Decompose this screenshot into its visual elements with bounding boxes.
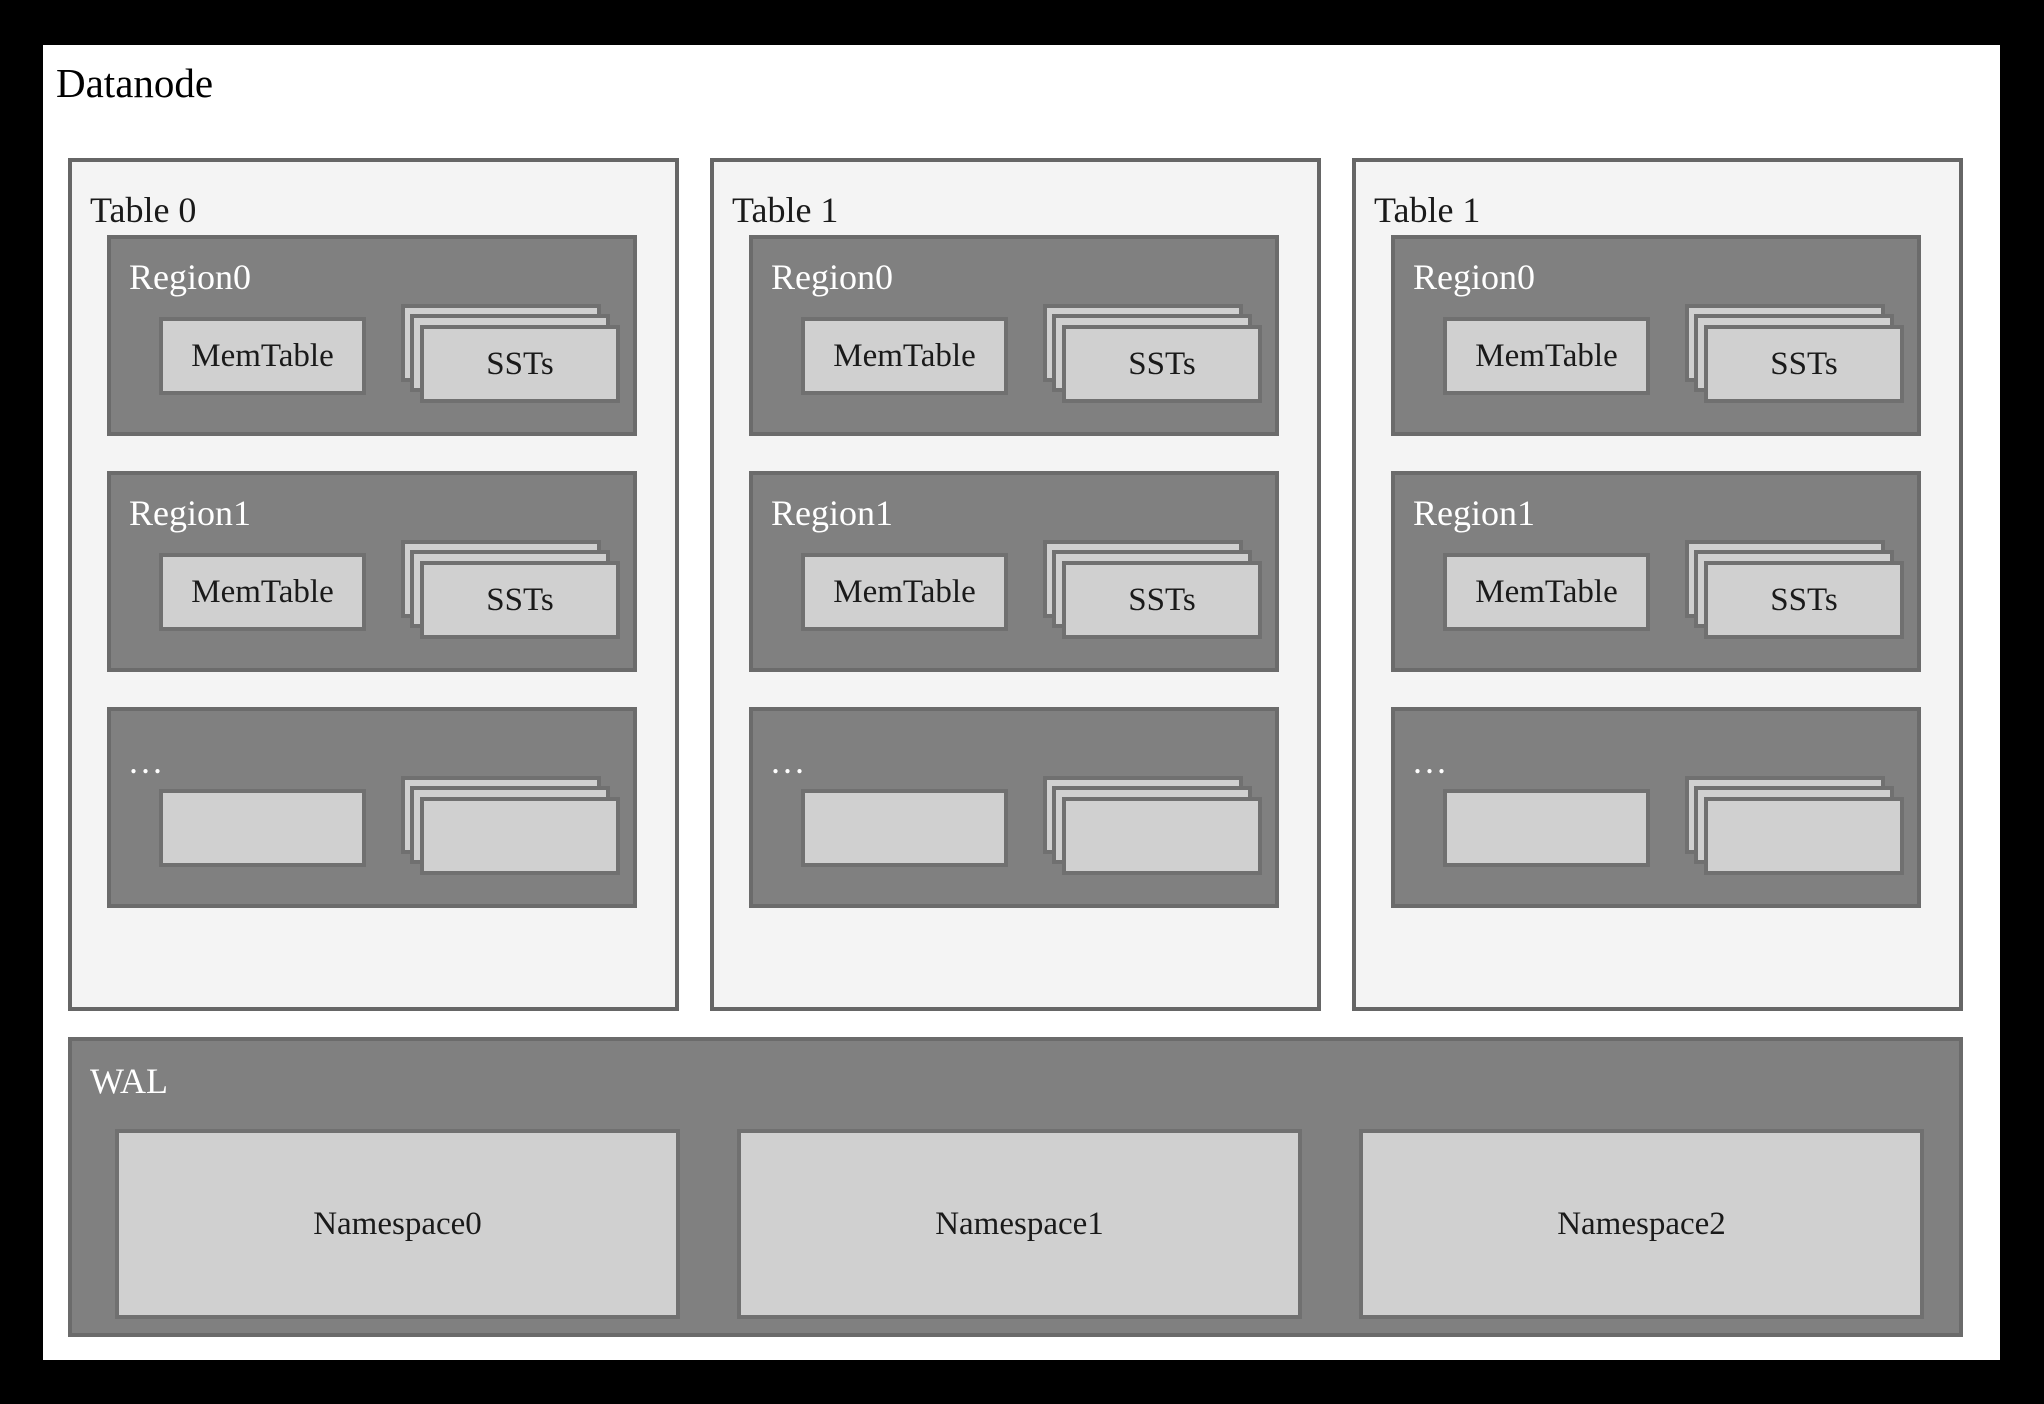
- sst-layer-front: SSTs: [1704, 561, 1904, 639]
- table-label: Table 1: [1374, 190, 1481, 230]
- memtable-box: [1443, 789, 1650, 867]
- memtable-box: MemTable: [801, 553, 1008, 631]
- sst-layer-front: [420, 797, 620, 875]
- page-title: Datanode: [56, 60, 214, 106]
- sst-layer-front: SSTs: [420, 325, 620, 403]
- sst-layer-front: SSTs: [1062, 325, 1262, 403]
- region-label: Region1: [771, 493, 893, 533]
- region-block: Region0 MemTable SSTs: [749, 235, 1279, 436]
- memtable-box: MemTable: [1443, 553, 1650, 631]
- sst-stack: [1685, 776, 1905, 876]
- sst-layer-front: [1704, 797, 1904, 875]
- namespace-box: Namespace2: [1359, 1129, 1924, 1319]
- wal-container: WAL Namespace0 Namespace1 Namespace2: [68, 1037, 1963, 1337]
- memtable-box: MemTable: [801, 317, 1008, 395]
- sst-stack: SSTs: [1685, 304, 1905, 404]
- region-block: Region0 MemTable SSTs: [1391, 235, 1921, 436]
- region-block: ...: [749, 707, 1279, 908]
- table-container-1: Table 1 Region0 MemTable SSTs Region1 Me…: [710, 158, 1321, 1011]
- region-block: Region0 MemTable SSTs: [107, 235, 637, 436]
- namespace-box: Namespace1: [737, 1129, 1302, 1319]
- region-ellipsis-label: ...: [771, 741, 807, 781]
- region-ellipsis-label: ...: [1413, 741, 1449, 781]
- region-label: Region1: [129, 493, 251, 533]
- region-block: Region1 MemTable SSTs: [107, 471, 637, 672]
- sst-stack: SSTs: [401, 540, 621, 640]
- sst-stack: [1043, 776, 1263, 876]
- region-label: Region0: [771, 257, 893, 297]
- memtable-box: MemTable: [1443, 317, 1650, 395]
- sst-layer-front: [1062, 797, 1262, 875]
- wal-label: WAL: [90, 1061, 168, 1101]
- table-label: Table 0: [90, 190, 197, 230]
- sst-stack: SSTs: [1685, 540, 1905, 640]
- region-label: Region1: [1413, 493, 1535, 533]
- sst-stack: [401, 776, 621, 876]
- region-label: Region0: [1413, 257, 1535, 297]
- sst-layer-front: SSTs: [1062, 561, 1262, 639]
- memtable-box: MemTable: [159, 317, 366, 395]
- table-container-2: Table 1 Region0 MemTable SSTs Region1 Me…: [1352, 158, 1963, 1011]
- sst-stack: SSTs: [401, 304, 621, 404]
- sst-layer-front: SSTs: [1704, 325, 1904, 403]
- memtable-box: [159, 789, 366, 867]
- region-block: Region1 MemTable SSTs: [1391, 471, 1921, 672]
- datanode-diagram-canvas: Datanode Table 0 Region0 MemTable SSTs R…: [43, 45, 2000, 1360]
- table-label: Table 1: [732, 190, 839, 230]
- region-block: ...: [1391, 707, 1921, 908]
- region-block: ...: [107, 707, 637, 908]
- sst-stack: SSTs: [1043, 304, 1263, 404]
- region-ellipsis-label: ...: [129, 741, 165, 781]
- memtable-box: [801, 789, 1008, 867]
- region-block: Region1 MemTable SSTs: [749, 471, 1279, 672]
- sst-stack: SSTs: [1043, 540, 1263, 640]
- region-label: Region0: [129, 257, 251, 297]
- table-container-0: Table 0 Region0 MemTable SSTs Region1 Me…: [68, 158, 679, 1011]
- memtable-box: MemTable: [159, 553, 366, 631]
- sst-layer-front: SSTs: [420, 561, 620, 639]
- namespace-box: Namespace0: [115, 1129, 680, 1319]
